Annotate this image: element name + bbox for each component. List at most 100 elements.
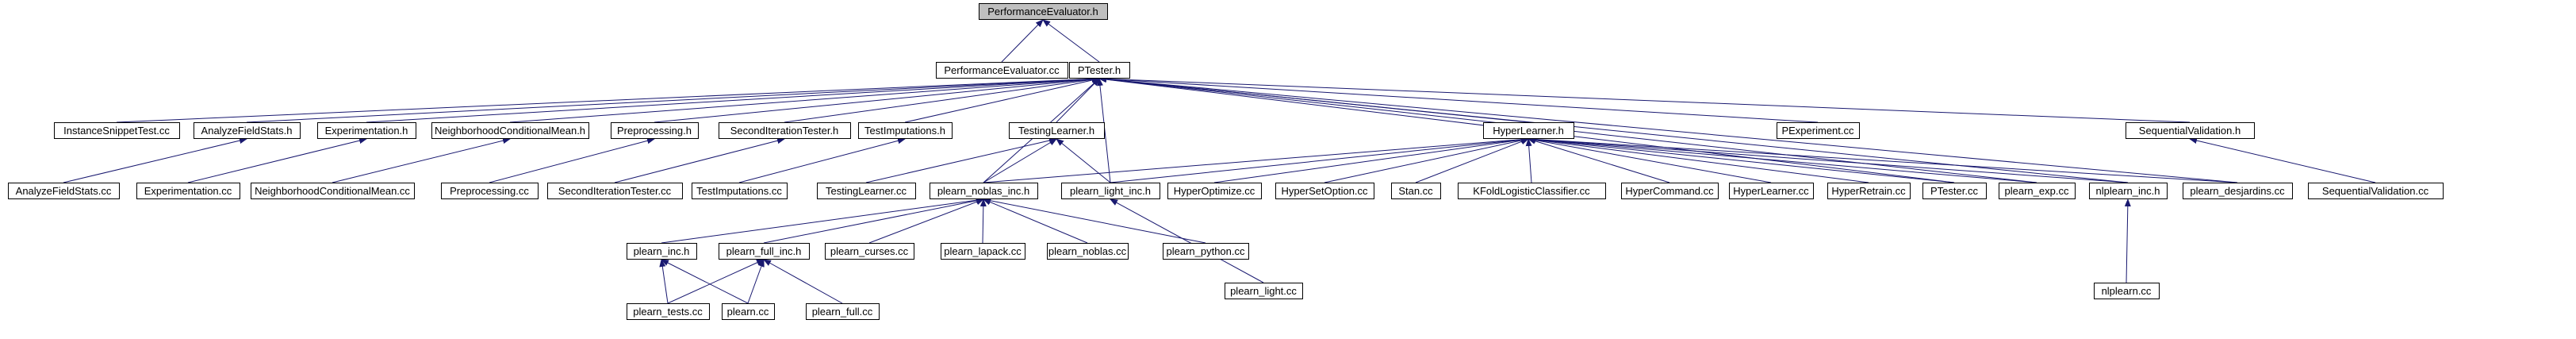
node-label: TestingLearner.h [1018,125,1094,137]
edge-nlplearn_cc-to-nlinc_h [2124,198,2131,283]
node-label: PTester.cc [1930,185,1978,197]
node-box [858,122,953,139]
node-label: TestingLearner.cc [826,185,907,197]
edge-tests_cc-to-inc_h [659,259,669,304]
edge-hcmd_cc-to-hl_h [1528,137,1670,183]
node-label: plearn.cc [727,306,769,318]
node-pexp-cc[interactable]: PExperiment.cc [1777,122,1860,139]
node-pe-h[interactable]: PerformanceEvaluator.h [979,3,1108,20]
node-tl-h[interactable]: TestingLearner.h [1009,122,1105,139]
node-ncm-cc[interactable]: NeighborhoodConditionalMean.cc [251,183,415,199]
node-python-cc[interactable]: plearn_python.cc [1163,243,1249,260]
edge-pe_cc-to-pe_h [1001,19,1044,63]
node-label: HyperLearner.cc [1733,185,1809,197]
node-tests-cc[interactable]: plearn_tests.cc [627,303,710,320]
node-afs-h[interactable]: AnalyzeFieldStats.h [194,122,301,139]
edge-hl_cc-to-hl_h [1528,137,1772,183]
node-box [817,183,916,199]
node-exp-h[interactable]: Experimentation.h [317,122,416,139]
node-lapack-cc[interactable]: plearn_lapack.cc [941,243,1025,260]
edge-afs_h-to-ptester_h [246,75,1100,123]
edge-inc_h-to-noblas_inc [661,197,984,244]
node-box [8,183,120,199]
node-label: plearn_light.cc [1230,285,1297,297]
edge-full_cc-to-fullinc_h [763,259,843,304]
edge-hsetopt_cc-to-hl_h [1324,137,1529,183]
node-curses-cc[interactable]: plearn_curses.cc [825,243,914,260]
node-hopt-cc[interactable]: HyperOptimize.cc [1167,183,1262,199]
node-box [1999,183,2076,199]
node-ncm-h[interactable]: NeighborhoodConditionalMean.h [431,122,589,139]
edge-nlinc_h-to-ptester_h [1098,75,2129,183]
node-ti-cc[interactable]: TestImputations.cc [692,183,788,199]
node-label: TestImputations.h [864,125,945,137]
node-hl-h[interactable]: HyperLearner.h [1483,122,1574,139]
edge-desj_cc-to-ptester_h [1098,75,2238,183]
node-label: plearn_python.cc [1166,245,1245,257]
node-pexpc-cc[interactable]: plearn_exp.cc [1999,183,2076,199]
node-stan-cc[interactable]: Stan.cc [1391,183,1441,199]
node-label: HyperLearner.h [1493,125,1564,137]
edge-exp_cc-to-exp_h [187,137,367,183]
node-desj-cc[interactable]: plearn_desjardins.cc [2183,183,2293,199]
node-sit-cc[interactable]: SecondIterationTester.cc [547,183,683,199]
node-label: HyperRetrain.cc [1831,185,1906,197]
node-box [2089,183,2168,199]
node-box [317,122,416,139]
node-hcmd-cc[interactable]: HyperCommand.cc [1621,183,1719,199]
node-afs-cc[interactable]: AnalyzeFieldStats.cc [8,183,120,199]
node-instance-snippet[interactable]: InstanceSnippetTest.cc [54,122,180,139]
node-fullinc-h[interactable]: plearn_full_inc.h [719,243,810,260]
node-hsetopt-cc[interactable]: HyperSetOption.cc [1275,183,1374,199]
node-label: PerformanceEvaluator.cc [944,64,1060,76]
node-label: Preprocessing.cc [450,185,529,197]
node-hl-cc[interactable]: HyperLearner.cc [1729,183,1814,199]
node-ptester-h[interactable]: PTester.h [1069,62,1130,79]
edge-python_cc-to-noblas_inc [983,197,1206,244]
node-sit-h[interactable]: SecondIterationTester.h [719,122,851,139]
node-kfold-cc[interactable]: KFoldLogisticClassifier.cc [1458,183,1606,199]
edge-curses_cc-to-noblas_inc [868,198,984,244]
node-box [1777,122,1860,139]
node-noblas-cc[interactable]: plearn_noblas.cc [1047,243,1129,260]
node-pe-cc[interactable]: PerformanceEvaluator.cc [936,62,1068,79]
node-box [547,183,683,199]
node-full-cc[interactable]: plearn_full.cc [806,303,880,320]
node-noblas-inc[interactable]: plearn_noblas_inc.h [930,183,1038,199]
node-light-inc[interactable]: plearn_light_inc.h [1061,183,1160,199]
node-box [1047,243,1129,260]
node-sv-h[interactable]: SequentialValidation.h [2126,122,2255,139]
node-prep-h[interactable]: Preprocessing.h [611,122,699,139]
node-box [1225,283,1303,299]
edge-prep_cc-to-prep_h [489,137,655,183]
node-ti-h[interactable]: TestImputations.h [858,122,953,139]
node-nlplearn-cc[interactable]: nlplearn.cc [2094,283,2160,299]
node-label: plearn_lapack.cc [944,245,1022,257]
node-plearn-cc[interactable]: plearn.cc [722,303,775,320]
node-box [194,122,301,139]
edge-sit_h-to-ptester_h [784,76,1100,123]
node-light-cc[interactable]: plearn_light.cc [1225,283,1303,299]
edge-hretrain_cc-to-hl_h [1528,137,1869,183]
node-label: nlplearn.cc [2102,285,2152,297]
node-inc-h[interactable]: plearn_inc.h [627,243,697,260]
node-label: PerformanceEvaluator.h [987,6,1098,17]
node-box [1163,243,1249,260]
node-label: KFoldLogisticClassifier.cc [1473,185,1590,197]
edge-ti_h-to-ptester_h [904,77,1100,123]
node-box [1483,122,1574,139]
node-box [1729,183,1814,199]
node-ptester-cc[interactable]: PTester.cc [1922,183,1987,199]
node-hretrain-cc[interactable]: HyperRetrain.cc [1827,183,1911,199]
node-tl-cc[interactable]: TestingLearner.cc [817,183,916,199]
node-box [1069,62,1130,79]
node-label: nlplearn_inc.h [2096,185,2160,197]
edge-exp_h-to-ptester_h [366,75,1100,123]
node-label: TestImputations.cc [696,185,782,197]
node-exp-cc[interactable]: Experimentation.cc [136,183,240,199]
node-box [1009,122,1105,139]
node-nlinc-h[interactable]: nlplearn_inc.h [2089,183,2168,199]
node-prep-cc[interactable]: Preprocessing.cc [441,183,539,199]
node-sv-cc[interactable]: SequentialValidation.cc [2308,183,2444,199]
edge-ptester_cc-to-hl_h [1528,136,1955,183]
